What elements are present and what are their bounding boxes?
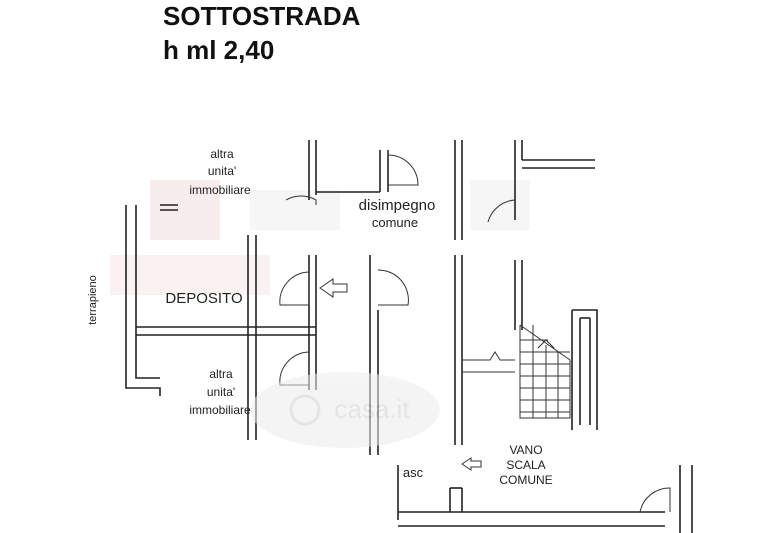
direction-arrows xyxy=(319,278,482,471)
height-label: h ml 2,40 xyxy=(163,35,275,65)
doors xyxy=(279,150,671,513)
room-vano-line2: SCALA xyxy=(506,458,545,472)
room-altra-top-line3: immobiliare xyxy=(189,183,251,197)
room-altra-top-line1: altra xyxy=(210,147,234,161)
room-altra-bottom-line2: unita' xyxy=(207,385,235,399)
room-altra-bottom-line1: altra xyxy=(209,367,233,381)
room-deposito: DEPOSITO xyxy=(165,290,242,307)
background-watermark xyxy=(110,180,530,295)
arrow-left-icon xyxy=(461,457,482,471)
casa-logo-icon xyxy=(289,394,321,426)
room-vano-line3: COMUNE xyxy=(499,473,552,487)
watermark: casa.it xyxy=(250,372,440,448)
room-vano-line1: VANO xyxy=(509,443,542,457)
room-altra-bottom-line3: immobiliare xyxy=(189,403,251,417)
room-terrapieno: terrapieno xyxy=(87,275,99,325)
plan-title: SOTTOSTRADA xyxy=(163,1,361,31)
room-asc: asc xyxy=(403,465,424,480)
watermark-brand: casa.it xyxy=(334,394,410,424)
room-disimpegno-line2: comune xyxy=(372,215,418,230)
room-disimpegno-line1: disimpegno xyxy=(359,197,436,214)
staircase xyxy=(462,324,571,419)
room-altra-top-line2: unita' xyxy=(208,164,236,178)
arrow-left-icon xyxy=(319,278,348,298)
